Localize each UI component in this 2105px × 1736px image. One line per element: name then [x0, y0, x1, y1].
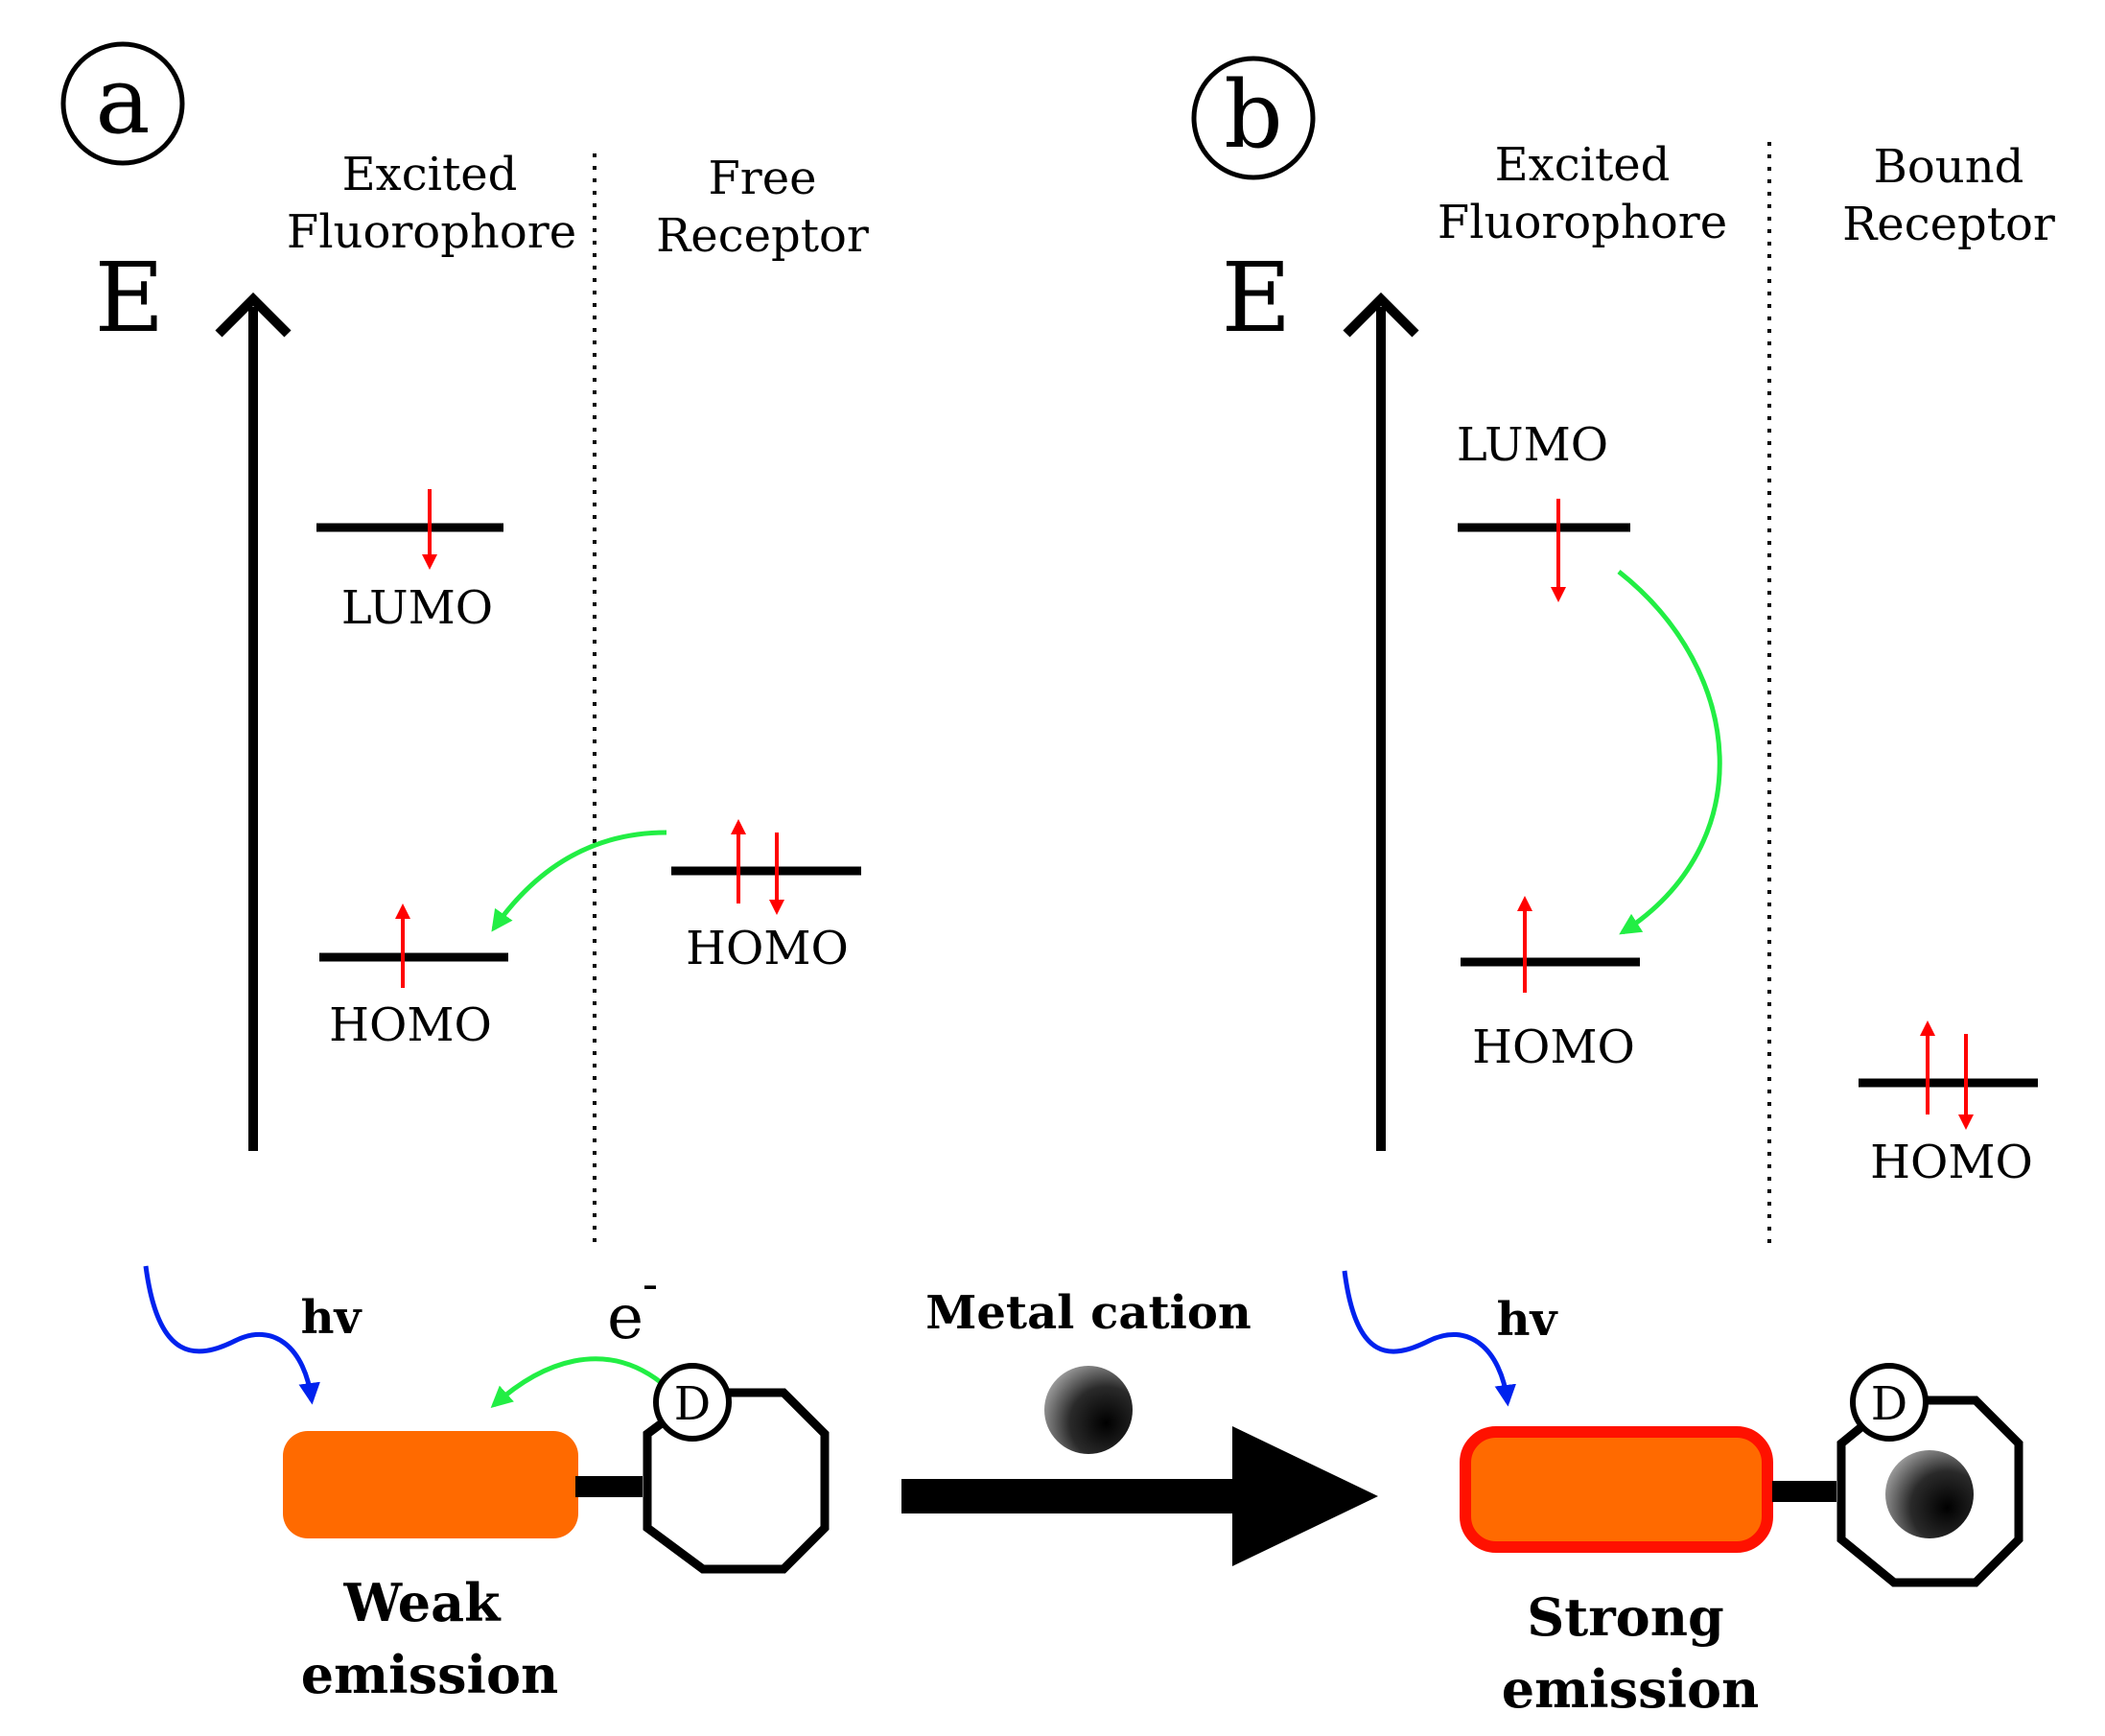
donor-label-b: D: [1871, 1377, 1907, 1431]
fluorophore-b: [1460, 1426, 1773, 1553]
photon-wave-a: [143, 1265, 320, 1405]
emission-caption-a: Weak: [342, 1572, 502, 1633]
donor-circle-a: [653, 1363, 732, 1442]
column-header-excited-fluorophore-b: Excited: [1495, 138, 1671, 192]
column-header-bound-receptor-b-2: Receptor: [1842, 198, 2055, 251]
emission-caption-b: Strong: [1527, 1586, 1723, 1648]
lumo-label-a: LUMO: [341, 581, 493, 635]
hv-label-b: hv: [1497, 1293, 1559, 1347]
column-header-free-receptor-a-2: Receptor: [656, 209, 869, 263]
electron-charge-a: -: [643, 1257, 658, 1311]
panel-b-label-circle: [1191, 56, 1316, 180]
emission-caption-a-2: emission: [301, 1644, 559, 1705]
panel-a-label: a: [95, 47, 150, 154]
donor-label-a: D: [674, 1377, 711, 1431]
panel-b-label: b: [1224, 61, 1282, 169]
column-header-excited-fluorophore-b-2: Fluorophore: [1438, 196, 1727, 249]
metal-cation-label: Metal cation: [925, 1286, 1251, 1340]
panel-b: b E Excited Fluorophore Bound Receptor L…: [1191, 56, 2055, 1720]
metal-cation-ball: [1044, 1366, 1133, 1454]
energy-axis-label-b: E: [1222, 242, 1292, 354]
energy-axis-label-a: E: [95, 242, 165, 354]
reaction-arrow-head: [1232, 1426, 1378, 1566]
relaxation-arrow-b: [1617, 570, 1722, 935]
column-header-excited-fluorophore-a-2: Fluorophore: [287, 205, 576, 259]
homo-label-a: HOMO: [329, 998, 492, 1052]
donor-circle-b: [1850, 1363, 1929, 1442]
column-header-free-receptor-a: Free: [708, 152, 816, 205]
lumo-label-b: LUMO: [1457, 418, 1608, 472]
bound-metal-cation-ball: [1885, 1450, 1974, 1538]
receptor-homo-label-a: HOMO: [686, 922, 849, 975]
photon-wave-b: [1342, 1270, 1516, 1407]
column-header-excited-fluorophore-a: Excited: [342, 148, 518, 201]
emission-caption-b-2: emission: [1502, 1658, 1760, 1720]
donor-transfer-arrow-a: [490, 1356, 664, 1409]
fluorophore-a: [283, 1431, 578, 1538]
electron-transfer-arrow-a: [491, 830, 667, 932]
electron-label-a: e: [607, 1282, 643, 1353]
middle-reaction: Metal cation: [901, 1286, 1378, 1566]
column-header-bound-receptor-b: Bound: [1874, 140, 2024, 194]
receptor-homo-label-b: HOMO: [1870, 1136, 2033, 1189]
panel-a: a E Excited Fluorophore Free Receptor LU…: [60, 41, 869, 1705]
panel-a-label-circle: [60, 41, 185, 166]
energy-axis-arrowhead-a: [215, 292, 292, 338]
hv-label-a: hv: [301, 1291, 363, 1345]
energy-axis-arrowhead-b: [1343, 292, 1419, 338]
homo-label-b: HOMO: [1472, 1020, 1635, 1074]
